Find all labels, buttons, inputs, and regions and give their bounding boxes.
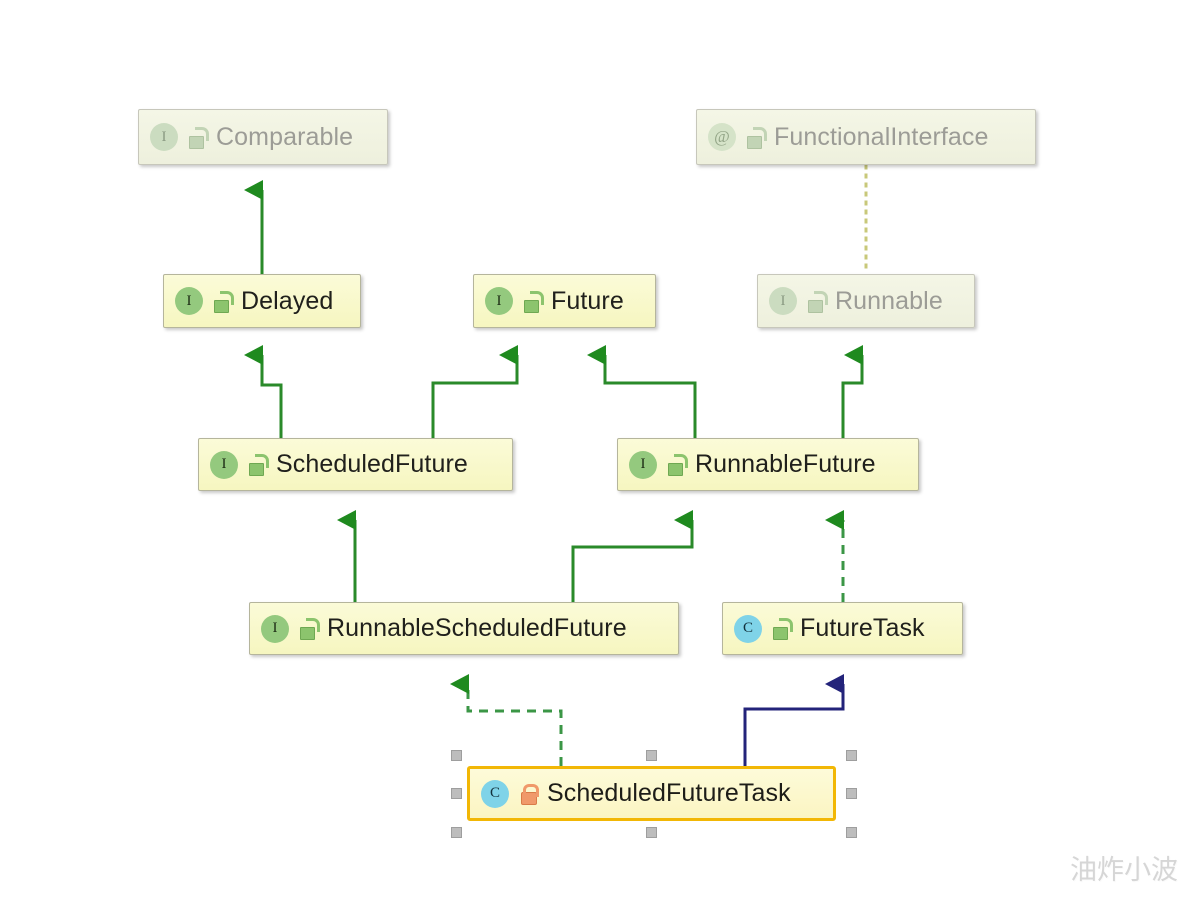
node-delayed[interactable]: I Delayed — [163, 274, 361, 328]
node-runnablescheduledfuture[interactable]: I RunnableScheduledFuture — [249, 602, 679, 655]
lock-icon — [518, 783, 539, 805]
watermark: 油炸小波 — [1070, 855, 1178, 886]
node-label: Future — [551, 286, 624, 315]
node-scheduledfuture[interactable]: I ScheduledFuture — [198, 438, 513, 491]
interface-icon: I — [175, 287, 203, 315]
node-label: RunnableScheduledFuture — [327, 614, 627, 642]
class-icon: C — [734, 614, 762, 643]
selection-handle-w[interactable] — [451, 788, 462, 799]
node-runnable[interactable]: I Runnable — [757, 274, 975, 328]
node-label: FutureTask — [800, 614, 925, 642]
node-futuretask[interactable]: C FutureTask — [722, 602, 963, 655]
node-functionalinterface[interactable]: @ FunctionalInterface — [696, 109, 1036, 165]
edge-scheduledfuturetask-to-futuretask — [743, 674, 845, 766]
node-future[interactable]: I Future — [473, 274, 656, 328]
node-label: RunnableFuture — [695, 450, 876, 478]
selection-handle-n[interactable] — [646, 750, 657, 761]
selection-handle-nw[interactable] — [451, 750, 462, 761]
selection-handle-s[interactable] — [646, 827, 657, 838]
unlock-icon — [247, 454, 269, 476]
interface-icon: I — [150, 123, 178, 151]
edge-scheduledfuture-to-delayed — [244, 345, 283, 438]
node-runnablefuture[interactable]: I RunnableFuture — [617, 438, 919, 491]
unlock-icon — [522, 290, 544, 313]
node-label: Delayed — [241, 286, 334, 315]
annotation-icon: @ — [708, 123, 736, 151]
edge-runnablefuture-to-runnable — [841, 345, 864, 438]
node-label: Runnable — [835, 286, 943, 315]
unlock-icon — [771, 618, 793, 640]
selection-handle-sw[interactable] — [451, 827, 462, 838]
unlock-icon — [806, 290, 828, 313]
selection-handle-e[interactable] — [846, 788, 857, 799]
node-label: ScheduledFuture — [276, 450, 468, 478]
interface-icon: I — [769, 287, 797, 315]
edge-runnablefuture-to-future — [587, 345, 697, 438]
unlock-icon — [666, 454, 688, 476]
node-scheduledfuturetask[interactable]: C ScheduledFutureTask — [467, 766, 836, 821]
interface-icon: I — [210, 450, 238, 479]
edge-scheduledfuture-to-future — [431, 345, 519, 438]
interface-icon: I — [629, 450, 657, 479]
selection-handle-ne[interactable] — [846, 750, 857, 761]
class-icon: C — [481, 779, 509, 808]
edge-runnablescheduledfuture-to-runnablefuture — [571, 510, 694, 602]
node-comparable[interactable]: I Comparable — [138, 109, 388, 165]
unlock-icon — [298, 618, 320, 640]
unlock-icon — [187, 126, 209, 149]
node-label: Comparable — [216, 122, 354, 151]
interface-icon: I — [261, 614, 289, 643]
interface-icon: I — [485, 287, 513, 315]
unlock-icon — [212, 290, 234, 313]
edge-scheduledfuturetask-to-runnablescheduledfuture — [450, 674, 563, 766]
node-label: FunctionalInterface — [774, 122, 989, 151]
node-label: ScheduledFutureTask — [547, 779, 791, 807]
unlock-icon — [745, 126, 767, 149]
selection-handle-se[interactable] — [846, 827, 857, 838]
